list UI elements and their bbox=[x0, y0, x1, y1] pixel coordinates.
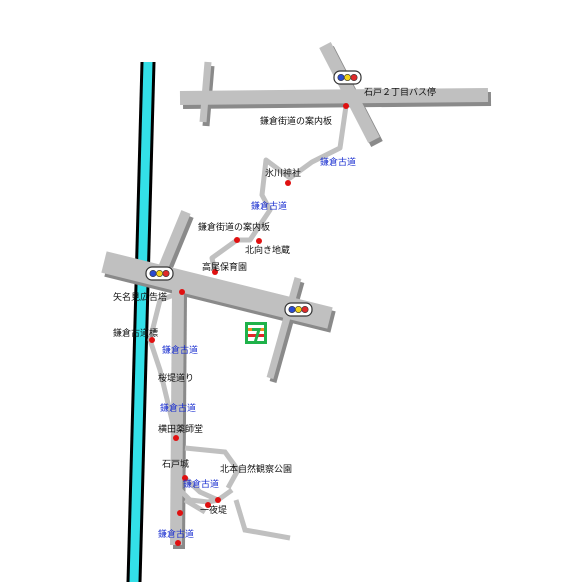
road-east-branch-2 bbox=[183, 476, 234, 503]
old-road bbox=[147, 103, 349, 505]
red-dot-icon bbox=[149, 337, 155, 343]
old-road-south-west bbox=[147, 289, 185, 441]
label-old-road-3: 鎌倉古道 bbox=[162, 344, 198, 356]
label-bus-stop: 石戸２丁目バス停 bbox=[364, 86, 436, 98]
red-dot-icon bbox=[215, 497, 221, 503]
label-yakushido: 横田薬師堂 bbox=[158, 423, 203, 435]
red-dot-icon bbox=[212, 269, 218, 275]
label-nature-park: 北本自然観察公園 bbox=[220, 463, 292, 475]
label-takao-nursery: 高尾保育園 bbox=[202, 261, 247, 273]
traffic-light-icon bbox=[333, 70, 362, 85]
seven-eleven-icon bbox=[245, 322, 267, 344]
road-top-diagonal bbox=[319, 42, 380, 143]
red-dot-icon bbox=[175, 540, 181, 546]
road-east-branch-4 bbox=[183, 497, 207, 515]
traffic-light-red bbox=[162, 269, 170, 278]
red-dot-icon bbox=[179, 289, 185, 295]
old-road-junction bbox=[173, 435, 221, 505]
river bbox=[126, 61, 156, 582]
traffic-light-yellow bbox=[156, 269, 164, 278]
label-ishido-castle: 石戸城 bbox=[162, 459, 189, 470]
traffic-light-icon bbox=[284, 302, 313, 317]
label-old-road-4: 鎌倉古道 bbox=[160, 402, 196, 414]
river-water bbox=[128, 62, 154, 582]
label-kamakura-sign-2: 鎌倉街道の案内板 bbox=[198, 221, 270, 233]
red-dot-icon bbox=[173, 435, 179, 441]
traffic-light-blue bbox=[337, 73, 345, 82]
red-dot-icon bbox=[182, 475, 188, 481]
label-old-road-5: 鎌倉古道 bbox=[183, 478, 219, 490]
river-bank-left bbox=[126, 61, 144, 582]
traffic-light-blue bbox=[149, 269, 157, 278]
label-sakura-tsutsumi: 桜堤道り bbox=[158, 372, 194, 384]
river-bank-right bbox=[138, 61, 156, 582]
road-east-branch-3 bbox=[233, 499, 291, 541]
road-top-left-stub bbox=[199, 61, 212, 123]
poi-markers bbox=[149, 103, 349, 546]
road-south-vertical bbox=[170, 289, 184, 546]
red-dot-icon bbox=[256, 238, 262, 244]
label-kamakura-sign-1: 鎌倉街道の案内板 bbox=[260, 115, 332, 127]
map-labels: 石戸２丁目バス停 鎌倉街道の案内板 鎌倉古道 氷川神社 鎌倉古道 鎌倉街道の案内… bbox=[113, 86, 436, 540]
label-hikawa-shrine: 氷川神社 bbox=[265, 167, 301, 179]
traffic-light-blue bbox=[288, 305, 296, 314]
label-memorial: 鎌倉古道標 bbox=[113, 327, 158, 339]
road-east-branch-1 bbox=[184, 445, 241, 490]
label-old-road-2: 鎌倉古道 bbox=[251, 200, 287, 212]
red-dot-icon bbox=[234, 237, 240, 243]
traffic-light-red bbox=[301, 305, 309, 314]
red-dot-icon bbox=[177, 510, 183, 516]
traffic-light-yellow bbox=[295, 305, 303, 314]
label-old-road-6: 鎌倉古道 bbox=[158, 528, 194, 540]
traffic-light-red bbox=[350, 73, 358, 82]
label-old-road-1: 鎌倉古道 bbox=[320, 156, 356, 168]
road-top-horizontal bbox=[179, 88, 489, 105]
red-dot-icon bbox=[205, 502, 211, 508]
red-dot-icon bbox=[343, 103, 349, 109]
red-dot-icon bbox=[285, 180, 291, 186]
old-road-north bbox=[209, 103, 349, 275]
road-lower-right-diagonal bbox=[266, 277, 302, 379]
store-seven bbox=[252, 328, 261, 341]
traffic-light-icon bbox=[145, 266, 174, 281]
label-billboard: 矢名見広告塔 bbox=[113, 291, 167, 303]
label-kitamuki-jizo: 北向き地蔵 bbox=[245, 244, 290, 256]
traffic-light-yellow bbox=[344, 73, 352, 82]
label-ichiyazutsumi: 一夜堤 bbox=[200, 504, 227, 516]
